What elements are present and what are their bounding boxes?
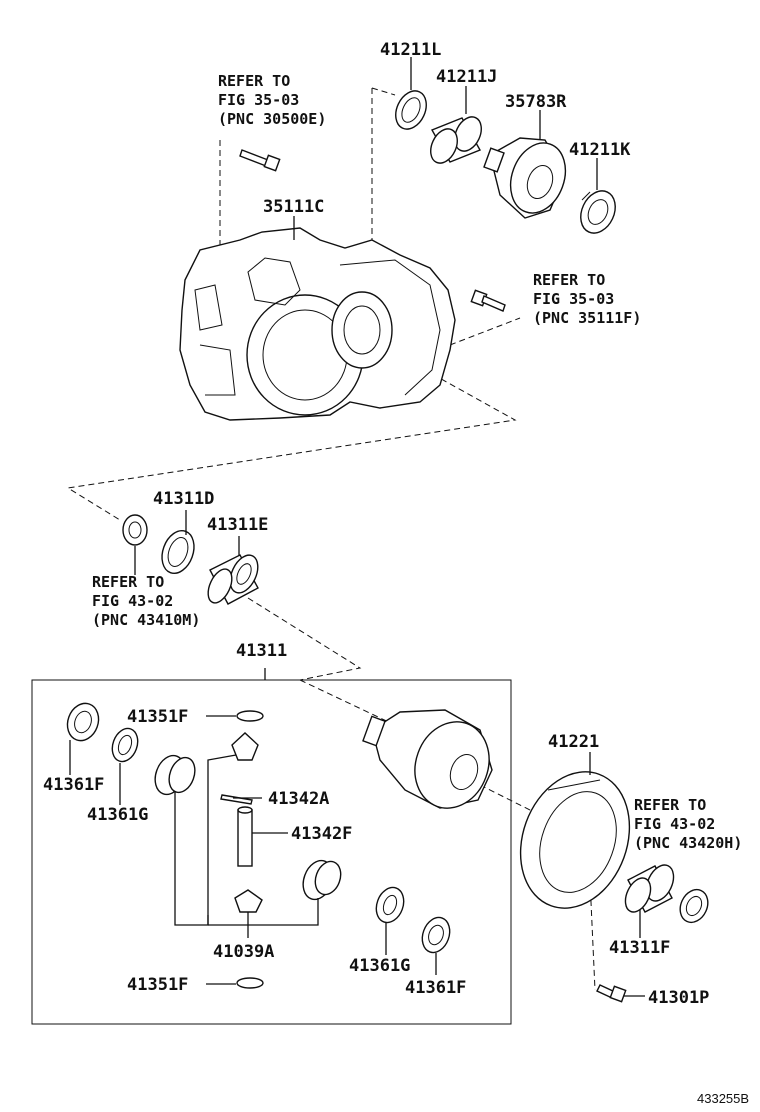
differential-case <box>362 709 493 809</box>
assembly-dashed-lines <box>66 87 596 991</box>
label-41211J: 41211J <box>436 67 497 87</box>
label-41361F-left: 41361F <box>43 775 104 795</box>
reference-note-3: REFER TO FIG 43-02 (PNC 43410M) <box>92 573 200 629</box>
washer-41361F-right <box>421 916 451 954</box>
ref1-line2: FIG 35-03 <box>218 91 299 109</box>
label-35111C: 35111C <box>263 197 324 217</box>
bearing-41311F <box>624 864 675 913</box>
bolt-right <box>470 289 506 312</box>
label-41221: 41221 <box>548 732 599 752</box>
thrust-washer-top <box>236 710 264 722</box>
ref1-line3: (PNC 30500E) <box>218 110 326 128</box>
ref4-line3: (PNC 43420H) <box>634 834 742 852</box>
ring-gear-41221 <box>519 771 631 909</box>
label-41342F: 41342F <box>291 824 352 844</box>
washer-41361G-left <box>111 727 139 763</box>
label-41301P: 41301P <box>648 988 709 1008</box>
differential-kit-frame <box>31 668 512 1025</box>
ref2-line2: FIG 35-03 <box>533 290 614 308</box>
label-41351F-bottom: 41351F <box>127 975 188 995</box>
label-41039A: 41039A <box>213 942 274 962</box>
ref3-line3: (PNC 43410M) <box>92 611 200 629</box>
leader-lines <box>69 57 645 997</box>
oil-seal-right <box>679 888 709 924</box>
part-labels: 41211L 41211J 35783R 41211K 35111C 41311… <box>43 40 709 1008</box>
label-41361F-right: 41361F <box>405 978 466 998</box>
gear-35783R <box>483 137 567 219</box>
ref3-line2: FIG 43-02 <box>92 592 173 610</box>
label-41342A: 41342A <box>268 789 329 809</box>
figure-id: 433255B <box>697 1091 749 1106</box>
bearing-41211J <box>430 116 482 164</box>
oil-seal-41211L <box>395 90 427 130</box>
label-41311F: 41311F <box>609 938 670 958</box>
bolt-upper <box>239 149 281 172</box>
label-41351F-top: 41351F <box>127 707 188 727</box>
label-41211L: 41211L <box>380 40 441 60</box>
shim-41311D <box>161 529 195 575</box>
reference-note-1: REFER TO FIG 35-03 (PNC 30500E) <box>218 72 326 128</box>
side-gear-left <box>154 754 196 796</box>
pinion-gear-top <box>231 732 259 761</box>
label-41311D: 41311D <box>153 489 214 509</box>
label-35783R: 35783R <box>505 92 567 112</box>
transaxle-housing <box>179 227 456 421</box>
ref3-line1: REFER TO <box>92 573 164 591</box>
side-gear-right <box>302 859 342 901</box>
ref2-line1: REFER TO <box>533 271 605 289</box>
bearing-41311E <box>207 554 259 605</box>
shaft-41342F <box>237 806 253 867</box>
ref4-line2: FIG 43-02 <box>634 815 715 833</box>
washer-41361G-right <box>375 886 405 924</box>
label-41311E: 41311E <box>207 515 268 535</box>
pin-41342A <box>220 794 253 805</box>
label-41211K: 41211K <box>569 140 631 160</box>
label-41361G-left: 41361G <box>87 805 148 825</box>
washer-41361F-left <box>66 702 100 742</box>
label-41361G-right: 41361G <box>349 956 410 976</box>
reference-note-4: REFER TO FIG 43-02 (PNC 43420H) <box>634 796 742 852</box>
ref2-line3: (PNC 35111F) <box>533 309 641 327</box>
pinion-gear-bottom <box>234 889 263 913</box>
reference-note-2: REFER TO FIG 35-03 (PNC 35111F) <box>533 271 641 327</box>
thrust-washer-bottom <box>236 977 264 989</box>
ref4-line1: REFER TO <box>634 796 706 814</box>
bearing-41211K <box>580 190 616 234</box>
bolt-41301P <box>596 984 627 1003</box>
oil-seal-left <box>122 514 148 546</box>
label-41311: 41311 <box>236 641 287 661</box>
ref1-line1: REFER TO <box>218 72 290 90</box>
